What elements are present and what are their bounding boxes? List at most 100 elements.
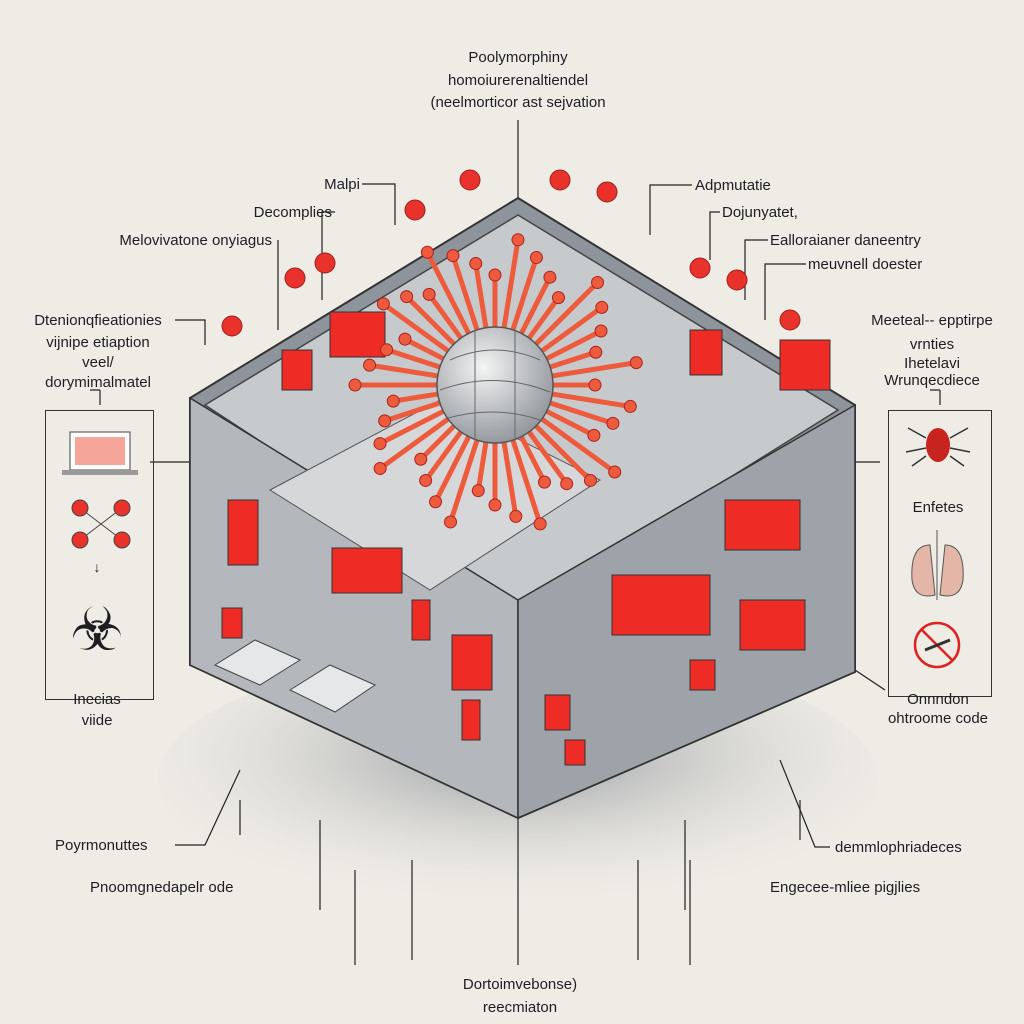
label-ohtroome: ohtroome code: [887, 710, 989, 727]
left-legend-panel: [45, 410, 154, 700]
floating-virus-marker: [549, 169, 571, 191]
floating-virus-marker: [779, 309, 801, 331]
label-viide: viide: [81, 712, 113, 729]
virus-spike-tip: [511, 233, 525, 247]
virus-spike-tip: [587, 428, 601, 442]
down-arrow-icon: ↓: [94, 559, 101, 575]
label-meuvnell: meuvnell doester: [808, 256, 923, 273]
virus-spike: [473, 261, 490, 339]
virus-spike: [537, 328, 604, 365]
virus-spike-tip: [471, 484, 485, 498]
virus-spike-tip: [608, 465, 622, 479]
virus-spike-tip: [429, 495, 443, 509]
label-melovivatone: Melovivatone onyiagus: [119, 232, 272, 249]
virus-spike: [537, 405, 597, 438]
virus-spike: [426, 291, 469, 348]
label-dtenion-2: vijnipe etiaption: [46, 334, 150, 351]
label-adpmutatie: Adpmutatie: [695, 177, 771, 194]
virus-spike: [404, 294, 463, 353]
virus-spike: [532, 411, 618, 475]
virus-spike: [377, 411, 458, 471]
virus-spike-tip: [469, 257, 483, 271]
floating-virus-marker: [314, 252, 336, 274]
server-cube: [189, 196, 856, 820]
virus-spike: [390, 390, 449, 404]
virus-spike-tip: [606, 416, 620, 430]
virus-spike-tip: [583, 473, 597, 487]
virus-spike-tip: [595, 300, 609, 314]
floating-virus-marker: [596, 181, 618, 203]
virus-spike: [540, 349, 599, 373]
virus-spike: [377, 405, 453, 447]
virus-spike: [367, 362, 449, 380]
label-inecias: Inecias: [73, 691, 121, 708]
floating-virus-marker: [404, 199, 426, 221]
label-meeteal-4: Wrunqecdiece: [884, 372, 980, 389]
virus-spike-tip: [509, 509, 523, 523]
virus-spike: [450, 253, 483, 340]
virus-spike-tip: [629, 356, 643, 370]
virus-spike: [527, 417, 593, 483]
virus-spike-tip: [488, 498, 502, 512]
virus-spike: [423, 422, 469, 483]
virus-spike-tip: [363, 358, 377, 372]
virus-spike-tip: [543, 270, 557, 284]
virus-spike: [448, 430, 483, 525]
virus-spike-tip: [348, 378, 362, 392]
floating-virus-marker: [726, 269, 748, 291]
network-nodes-icon: [71, 499, 131, 549]
virus-spike-tip: [419, 473, 433, 487]
virus-spike: [500, 237, 521, 339]
virus-spike-tip: [386, 394, 400, 408]
red-screens: [221, 311, 831, 766]
virus-spike-tip: [560, 477, 574, 491]
virus-spike-tip: [591, 275, 605, 289]
floating-virus-marker: [284, 267, 306, 289]
label-meeteal-2: vrnties: [909, 336, 955, 353]
virus-spike-tip: [588, 378, 602, 392]
virus-spike-tip: [378, 414, 392, 428]
label-onnndon: Onnndon: [907, 691, 969, 708]
label-dtenion-4: dorymimalmatel: [45, 374, 151, 391]
no-bug-icon: [913, 621, 961, 669]
virus-spike: [507, 255, 539, 340]
virus-spike: [532, 304, 605, 359]
label-dtenion-3: veel/: [82, 354, 114, 371]
virus-spike-tip: [533, 517, 547, 531]
floating-virus-marker: [459, 169, 481, 191]
label-decomplies: Decomplies: [253, 204, 332, 221]
virus-spike-tip: [551, 291, 565, 305]
virus-spike-tip: [488, 268, 502, 282]
label-engecee: Engecee-mliee pigjlies: [770, 879, 921, 896]
virus-spike: [521, 295, 561, 348]
label-dtenion-1: Dtenionqfieationies: [34, 312, 162, 329]
title-line-1: Poolymorphiny: [468, 49, 568, 66]
virus-spike: [521, 422, 570, 487]
title-line-2: homoiurerenaltiendel: [447, 72, 589, 89]
tick-bug-icon: [905, 427, 971, 467]
virus-spike-tip: [444, 515, 458, 529]
virus-spike-tip: [422, 287, 436, 301]
label-dojunyatet: Dojunyatet,: [722, 204, 798, 221]
label-demmlophriadeces: demmlophriadeces: [835, 839, 962, 856]
virus-spike: [382, 397, 450, 424]
virus-spike-tip: [589, 345, 603, 359]
virus-spike: [540, 397, 616, 426]
virus-spike-tip: [420, 245, 434, 259]
virus-particle: [221, 169, 801, 531]
floating-virus-marker: [689, 257, 711, 279]
virus-spike-tip: [376, 297, 390, 311]
label-enfetes: Enfetes: [912, 499, 964, 516]
virus-spike: [507, 430, 543, 527]
floating-virus-marker: [221, 315, 243, 337]
virus-spike: [500, 431, 519, 519]
title-line-3: (neelmorticor ast sejvation: [430, 94, 606, 111]
virus-spike-tip: [400, 290, 414, 304]
label-poyrmonuttes: Poyrmonuttes: [55, 837, 148, 854]
virus-spike: [515, 274, 553, 343]
virus-spike: [475, 431, 490, 494]
virus-spike: [527, 279, 601, 353]
virus-spike: [433, 427, 475, 505]
label-meeteal-3: Ihetelavi: [904, 355, 960, 372]
